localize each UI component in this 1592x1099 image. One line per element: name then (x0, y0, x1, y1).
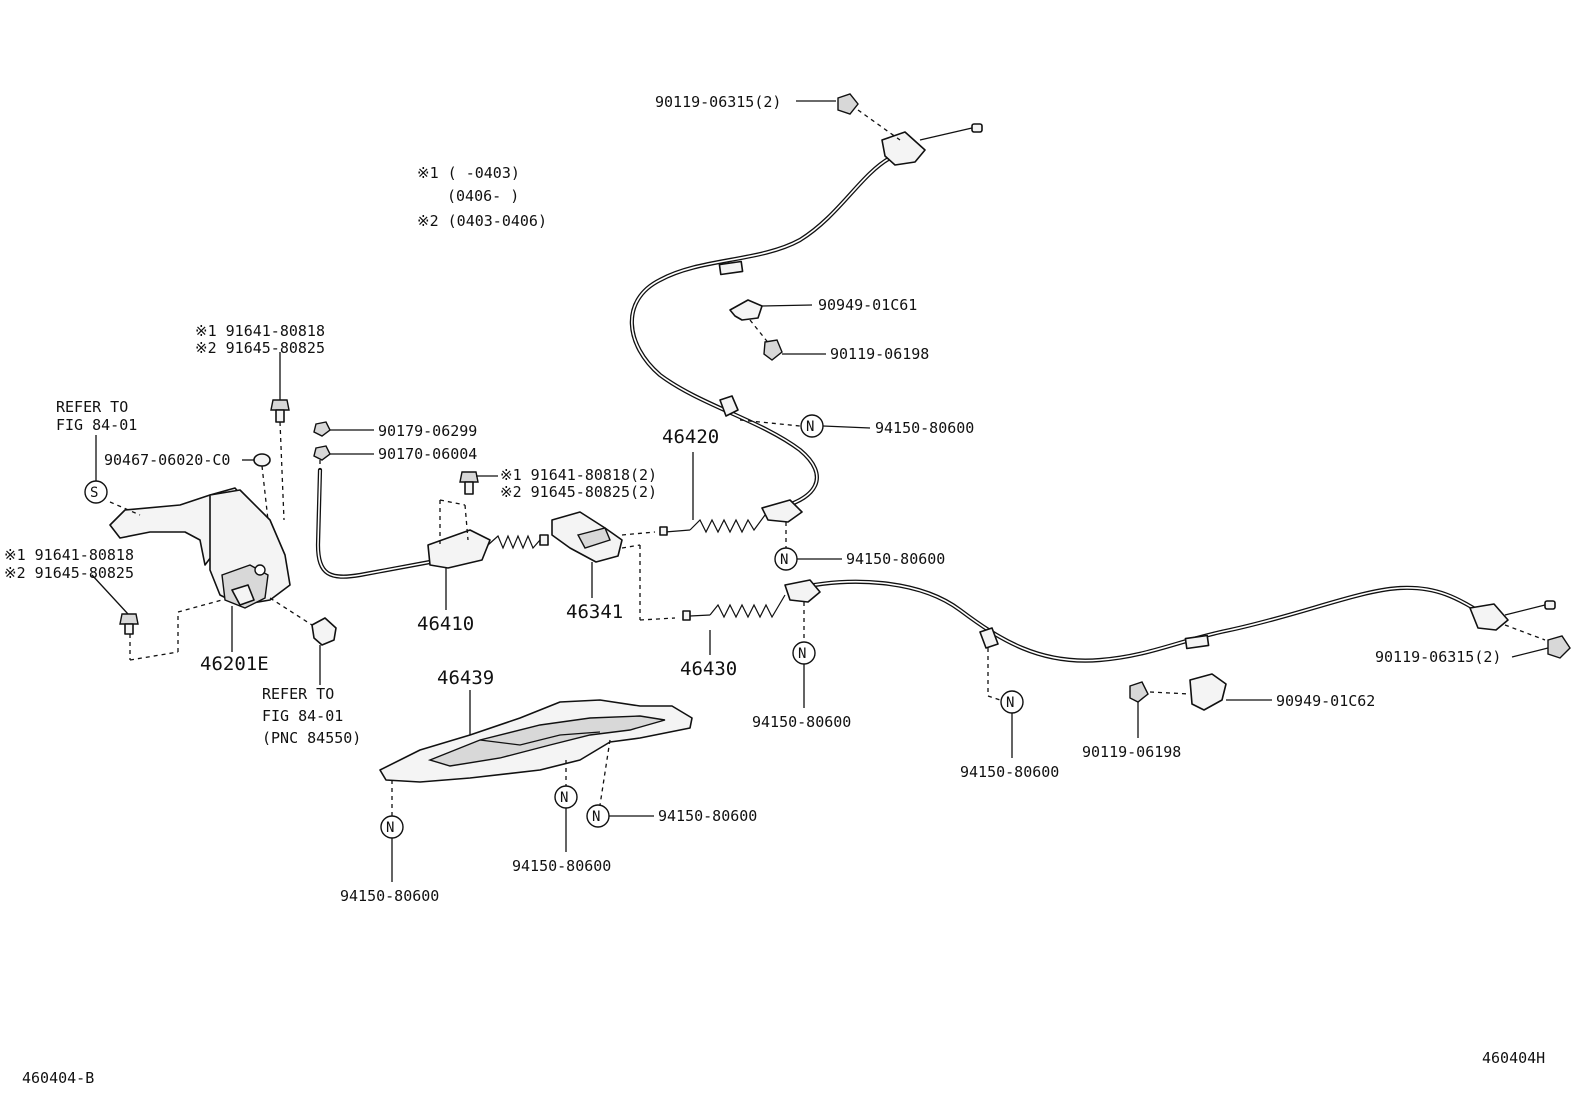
label-91645-80825-left[interactable]: ※2 91645-80825 (4, 564, 134, 582)
label-46201E[interactable]: 46201E (200, 653, 269, 675)
label-refer1-line1[interactable]: REFER TO (56, 398, 128, 416)
label-91645-80825-mid[interactable]: ※2 91645-80825(2) (500, 483, 657, 501)
bolt-90119-06315-right[interactable] (1504, 624, 1571, 659)
rear-cable-no1-46420[interactable] (629, 123, 983, 536)
label-90949-01C62[interactable]: 90949-01C62 (1276, 692, 1375, 710)
label-refer2-line1[interactable]: REFER TO (262, 685, 334, 703)
nut-symbol-a: N (806, 419, 814, 435)
label-94150-80600-a[interactable]: 94150-80600 (875, 419, 974, 437)
label-46430[interactable]: 46430 (680, 658, 737, 680)
label-91645-80825-top[interactable]: ※2 91645-80825 (195, 339, 325, 357)
label-94150-80600-e[interactable]: 94150-80600 (340, 887, 439, 905)
nut-symbol-c: N (798, 646, 806, 662)
clip-90949-01C62[interactable] (1149, 673, 1272, 711)
nut-94150-80600-f[interactable]: N (554, 760, 578, 852)
bolt-91641-80818-left[interactable] (91, 574, 139, 635)
label-90949-01C61[interactable]: 90949-01C61 (818, 296, 917, 314)
nut-90170-06004[interactable] (313, 445, 374, 470)
nut-symbol-f: N (560, 790, 568, 806)
label-90119-06315-right[interactable]: 90119-06315(2) (1375, 648, 1501, 666)
label-94150-80600-f[interactable]: 94150-80600 (512, 857, 611, 875)
label-91641-80818-mid[interactable]: ※1 91641-80818(2) (500, 466, 657, 484)
label-46420[interactable]: 46420 (662, 426, 719, 448)
label-90119-06198-right[interactable]: 90119-06198 (1082, 743, 1181, 761)
label-refer2-line2[interactable]: FIG 84-01 (262, 707, 343, 725)
nut-94150-80600-d[interactable]: N (987, 648, 1024, 758)
label-90467-06020-C0[interactable]: 90467-06020-C0 (104, 451, 230, 469)
bolt-90119-06198-top[interactable] (749, 319, 826, 361)
label-90170-06004[interactable]: 90170-06004 (378, 445, 477, 463)
nut-94150-80600-c[interactable]: N (792, 602, 816, 708)
clip-90467-06020-C0[interactable] (242, 453, 271, 521)
label-91641-80818-left[interactable]: ※1 91641-80818 (4, 546, 134, 564)
label-46410[interactable]: 46410 (417, 613, 474, 635)
label-90179-06299[interactable]: 90179-06299 (378, 422, 477, 440)
nut-symbol-b: N (780, 552, 788, 568)
nut-94150-80600-a[interactable]: N (739, 414, 871, 438)
nut-symbol-g: N (592, 809, 600, 825)
screw-s-symbol[interactable]: S (84, 435, 108, 504)
nut-94150-80600-e[interactable]: N (380, 780, 404, 882)
nut-94150-80600-b[interactable]: N (774, 522, 842, 571)
nut-symbol-d: N (1006, 695, 1014, 711)
note-line-1: ※1 ( -0403) (417, 164, 520, 182)
connector-46341[interactable] (551, 511, 676, 621)
diagram-code-right: 460404H (1482, 1049, 1545, 1067)
label-91641-80818-top[interactable]: ※1 91641-80818 (195, 322, 325, 340)
bolt-90119-06198-right[interactable] (1129, 681, 1149, 738)
bolt-91641-80818-top[interactable] (270, 352, 290, 521)
bolt-90119-06315-top[interactable] (837, 93, 901, 141)
label-94150-80600-c[interactable]: 94150-80600 (752, 713, 851, 731)
switch-refer-fig-84-01[interactable] (269, 597, 337, 685)
label-refer2-line3[interactable]: (PNC 84550) (262, 729, 361, 747)
bolt-91641-80818-mid[interactable] (459, 471, 498, 495)
nut-90179-06299[interactable] (313, 421, 374, 437)
note-line-3: ※2 (0403-0406) (417, 212, 547, 230)
label-46439[interactable]: 46439 (437, 667, 494, 689)
parking-brake-lever-46201E[interactable] (109, 487, 291, 661)
label-90119-06315-top[interactable]: 90119-06315(2) (655, 93, 781, 111)
screw-symbol: S (90, 485, 98, 501)
rear-cable-no2-46430[interactable] (682, 579, 1556, 663)
label-94150-80600-b[interactable]: 94150-80600 (846, 550, 945, 568)
label-94150-80600-g[interactable]: 94150-80600 (658, 807, 757, 825)
diagram-code-left: 460404-B (22, 1069, 94, 1087)
label-94150-80600-d[interactable]: 94150-80600 (960, 763, 1059, 781)
nut-symbol-e: N (386, 820, 394, 836)
front-cable-46410[interactable] (315, 467, 549, 610)
cover-46439[interactable] (379, 690, 693, 783)
label-refer1-line2[interactable]: FIG 84-01 (56, 416, 137, 434)
clip-90949-01C61[interactable] (729, 299, 813, 321)
note-line-2: (0406- ) (447, 187, 519, 205)
label-46341[interactable]: 46341 (566, 601, 623, 623)
label-90119-06198-top[interactable]: 90119-06198 (830, 345, 929, 363)
nut-94150-80600-g[interactable]: N (586, 739, 654, 828)
